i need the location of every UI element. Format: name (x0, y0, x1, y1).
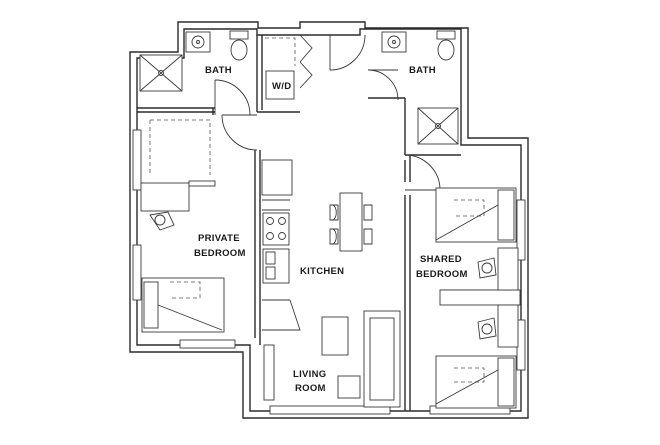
windows (132, 129, 526, 415)
private-bedroom-label-line2: BEDROOM (194, 248, 246, 259)
bath-right-fixtures (381, 30, 459, 145)
shared-bedroom-furniture (435, 187, 521, 409)
private-bedroom-furniture (140, 119, 225, 333)
room-labels: BATH W/D BATH PRIVATE BEDROOM KITCHEN SH… (194, 65, 468, 394)
shared-bedroom-label-line1: SHARED (420, 254, 462, 265)
washer-dryer-label: W/D (272, 81, 291, 92)
living-room-label-line2: ROOM (295, 383, 326, 394)
doors (214, 34, 441, 331)
washer-dryer (265, 37, 296, 100)
bath-left-label: BATH (205, 65, 232, 76)
private-bedroom-label-line1: PRIVATE (198, 233, 240, 244)
living-room-label-line1: LIVING (293, 369, 326, 380)
living-room-furniture (263, 310, 401, 408)
kitchen-label: KITCHEN (300, 266, 344, 277)
kitchen-fixtures (261, 159, 293, 284)
bath-right-label: BATH (409, 65, 436, 76)
shared-bedroom-label-line2: BEDROOM (416, 269, 468, 280)
dining-table (329, 192, 373, 252)
bath-left-fixtures (139, 30, 249, 92)
exterior-walls (129, 21, 529, 419)
